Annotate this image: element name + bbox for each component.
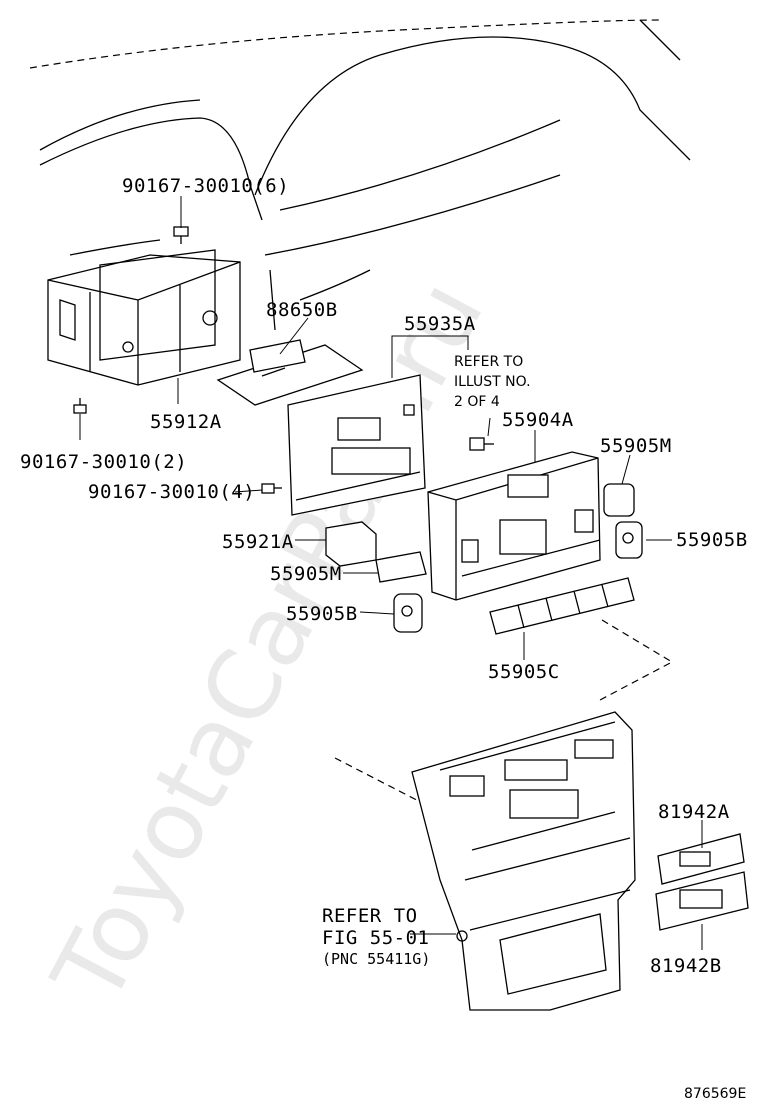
bolt-mid [261, 483, 282, 494]
leader-lines [79, 196, 703, 950]
label-panel-sub: 55935A [404, 313, 476, 335]
button-row-55905c [489, 577, 635, 635]
bracket-55912a [47, 249, 241, 386]
label-bolt-left: 90167-30010(2) [20, 451, 187, 473]
drawing-id: 876569E [684, 1086, 746, 1102]
screw-55904a [469, 437, 494, 451]
note-illust-line3: 2 OF 4 [454, 394, 500, 410]
note-fig-line2: FIG 55-01 [322, 927, 429, 949]
label-bolt-top: 90167-30010(6) [122, 175, 289, 197]
center-bezel [411, 711, 636, 1011]
control-unit-55904a [427, 451, 601, 601]
label-knob-right-b: 55905B [676, 529, 748, 551]
note-illust-line2: ILLUST NO. [454, 374, 531, 390]
guide-dashed-top [599, 619, 674, 701]
label-button-row: 55905C [488, 661, 560, 683]
bolt-left [73, 398, 87, 414]
label-knob-left-b: 55905B [286, 603, 358, 625]
note-fig-line3: (PNC 55411G) [322, 950, 430, 968]
sub-panel-55935a [287, 374, 426, 516]
knob-right-55905m [603, 483, 635, 517]
label-bezel-bottom: 81942B [650, 955, 722, 977]
amplifier-88650b [216, 339, 364, 406]
note-illust-line1: REFER TO [454, 354, 523, 370]
switch-55921a [325, 521, 377, 567]
label-control-unit: 55904A [502, 409, 574, 431]
knob-right-55905b [615, 521, 643, 559]
note-refer-illust: REFER TO ILLUST NO. 2 OF 4 [454, 354, 531, 410]
bezel-81942a [657, 833, 745, 885]
label-bezel-top: 81942A [658, 801, 730, 823]
knob-left-55905b [393, 593, 423, 633]
dashboard-outline [29, 19, 691, 331]
note-fig-line1: REFER TO [322, 905, 418, 927]
label-bracket: 55912A [150, 411, 222, 433]
bezel-81942b [655, 871, 749, 931]
note-refer-fig: REFER TO FIG 55-01 (PNC 55411G) [322, 905, 430, 968]
label-switch-a: 55921A [222, 531, 294, 553]
label-knob-right-m: 55905M [600, 435, 672, 457]
label-amp: 88650B [266, 299, 338, 321]
label-bolt-mid: 90167-30010(4) [88, 481, 255, 503]
bolt-top [173, 226, 189, 244]
label-knob-left-m: 55905M [270, 563, 342, 585]
knob-left-55905m [375, 551, 427, 583]
